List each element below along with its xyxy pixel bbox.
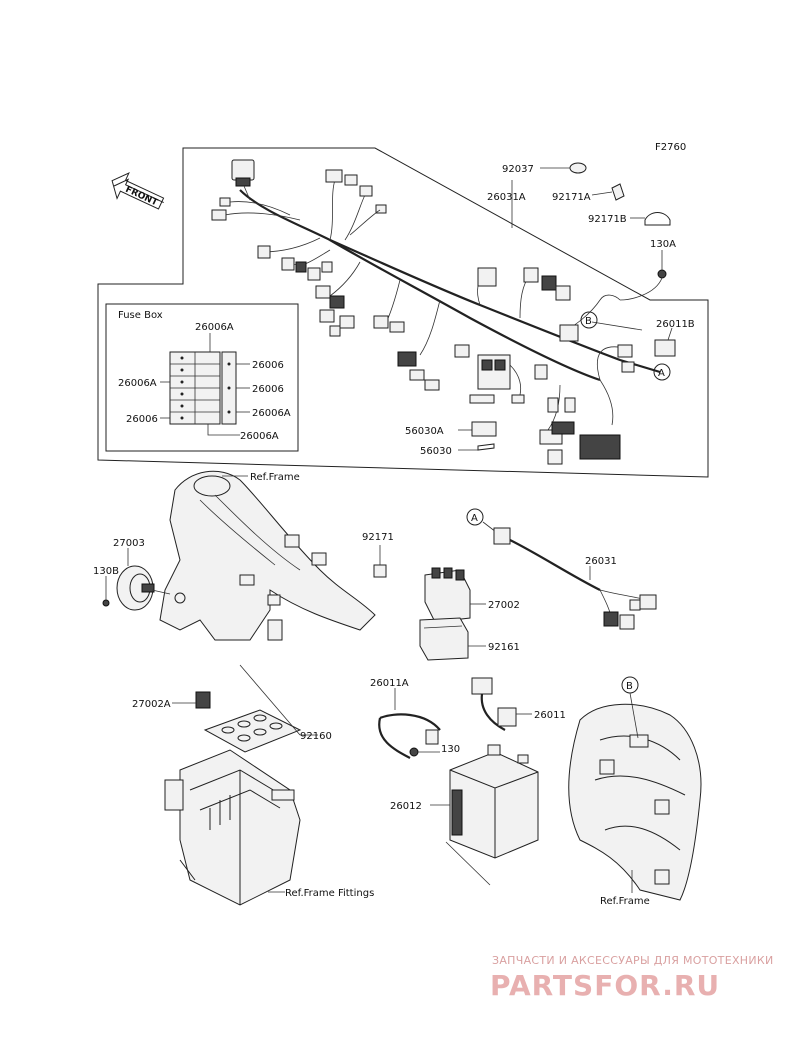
part-battery-tray — [164, 749, 301, 906]
part-130A-bolt — [657, 269, 667, 279]
callout-26011: 26011 — [534, 710, 566, 721]
callout-26031: 26031 — [585, 556, 617, 567]
frame-rear-section: B — [568, 676, 702, 901]
callout-26031A: 26031A — [487, 192, 526, 203]
callout-26006-1: 26006 — [252, 360, 284, 371]
callout-92161: 92161 — [488, 642, 520, 653]
callout-92171A: 92171A — [552, 192, 591, 203]
callout-27002: 27002 — [488, 600, 520, 611]
part-26012-battery — [449, 744, 539, 859]
callout-27003: 27003 — [113, 538, 145, 549]
callout-26012: 26012 — [390, 801, 422, 812]
part-26011-lead — [471, 677, 517, 731]
part-27002A-relay — [195, 691, 211, 709]
callout-26006A-left: 26006A — [118, 378, 157, 389]
callout-27002A: 27002A — [132, 699, 171, 710]
part-92037-clip — [569, 162, 587, 174]
marker-b-top — [580, 311, 598, 329]
part-27002-relay — [424, 567, 471, 623]
callout-92160: 92160 — [300, 731, 332, 742]
fuse-box-detail — [160, 333, 250, 436]
part-26011A-lead — [378, 713, 441, 759]
part-130B-bolt — [102, 599, 110, 607]
fuse-box-frame — [105, 303, 299, 452]
part-92171B-clamp — [644, 212, 671, 226]
callout-26006A-mid: 26006A — [252, 408, 291, 419]
callout-92171B: 92171B — [588, 214, 627, 225]
callout-56030: 56030 — [420, 446, 452, 457]
part-92171-clip — [373, 564, 387, 578]
harness-frame-outline — [97, 147, 709, 478]
callout-130A: 130A — [650, 239, 676, 250]
figure-code: F2760 — [655, 142, 686, 153]
marker-a-top — [653, 363, 671, 381]
callout-26011A: 26011A — [370, 678, 409, 689]
frame-headstock — [159, 470, 376, 641]
callout-26011B: 26011B — [656, 319, 695, 330]
callout-92171: 92171 — [362, 532, 394, 543]
watermark-tagline: ЗАПЧАСТИ И АКСЕССУАРЫ ДЛЯ МОТОТЕХНИКИ — [492, 954, 774, 967]
part-92161-ecu — [419, 617, 469, 661]
fuse-box-title: Fuse Box — [118, 310, 163, 321]
marker-a-top-label: A — [658, 368, 665, 379]
part-26031-subharness: A — [466, 508, 657, 630]
callout-26006A-top: 26006A — [195, 322, 234, 333]
part-26011B-connector — [654, 339, 676, 357]
callout-26006-2: 26006 — [252, 384, 284, 395]
callout-130: 130 — [441, 744, 460, 755]
part-27003-horn — [116, 565, 171, 611]
part-56030-strip — [477, 443, 495, 451]
ref-frame-top: Ref.Frame — [250, 472, 300, 483]
marker-b-bottom-label: B — [626, 681, 633, 692]
callout-130B: 130B — [93, 566, 119, 577]
part-92171A-clamp — [611, 183, 625, 201]
part-92160-cover — [203, 709, 302, 753]
callout-92037: 92037 — [502, 164, 534, 175]
marker-b-top-label: B — [585, 316, 592, 327]
callout-26006A-bot: 26006A — [240, 431, 279, 442]
front-arrow: FRONT — [111, 172, 165, 210]
part-56030A-label — [471, 421, 497, 437]
ref-frame-bottom: Ref.Frame — [600, 896, 650, 907]
watermark-brand: PARTSFOR.RU — [490, 969, 720, 1002]
marker-a-sub-label: A — [471, 513, 478, 524]
callout-56030A: 56030A — [405, 426, 444, 437]
callout-26006-left: 26006 — [126, 414, 158, 425]
ref-frame-fittings: Ref.Frame Fittings — [285, 888, 374, 899]
main-harness-26031A — [211, 159, 661, 465]
